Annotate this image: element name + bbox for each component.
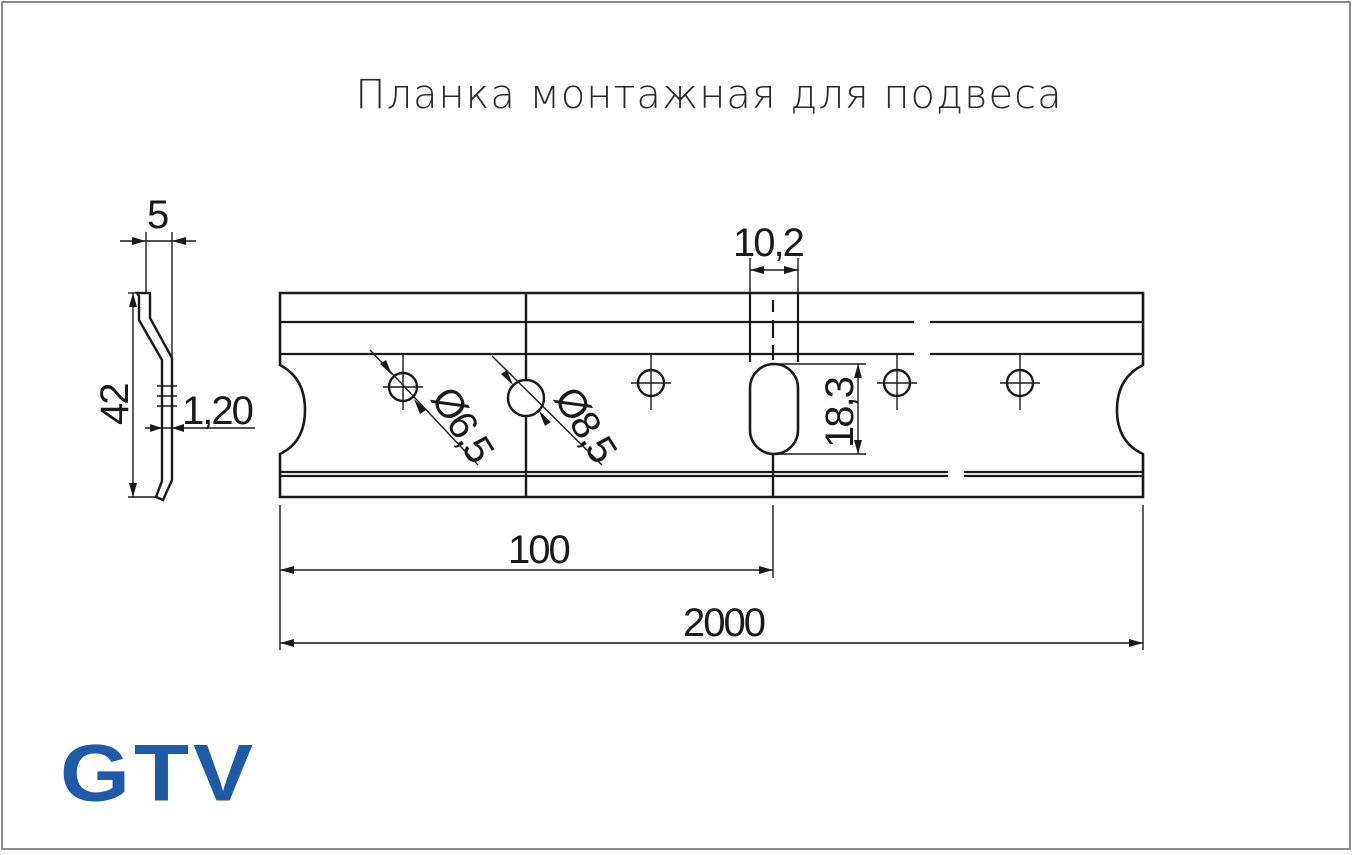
dim-profile-height: 42 bbox=[93, 384, 137, 425]
slot-cut bbox=[748, 293, 800, 362]
side-profile bbox=[120, 232, 255, 502]
drawing-title: Планка монтажная для подвеса bbox=[355, 72, 1063, 118]
profile-lines bbox=[280, 320, 1143, 478]
dim-thickness: 1,20 bbox=[182, 389, 253, 433]
dim-profile-width: 5 bbox=[147, 193, 168, 237]
dim-length: 2000 bbox=[683, 601, 765, 645]
dim-spacing: 100 bbox=[508, 528, 569, 572]
gtv-logo: GTV bbox=[60, 728, 258, 819]
dim-slot-height: 18,3 bbox=[818, 377, 862, 448]
front-view bbox=[278, 291, 1145, 499]
hole-large bbox=[506, 378, 546, 418]
dim-slot-width: 10,2 bbox=[733, 221, 804, 265]
mounting-slot bbox=[748, 362, 800, 456]
